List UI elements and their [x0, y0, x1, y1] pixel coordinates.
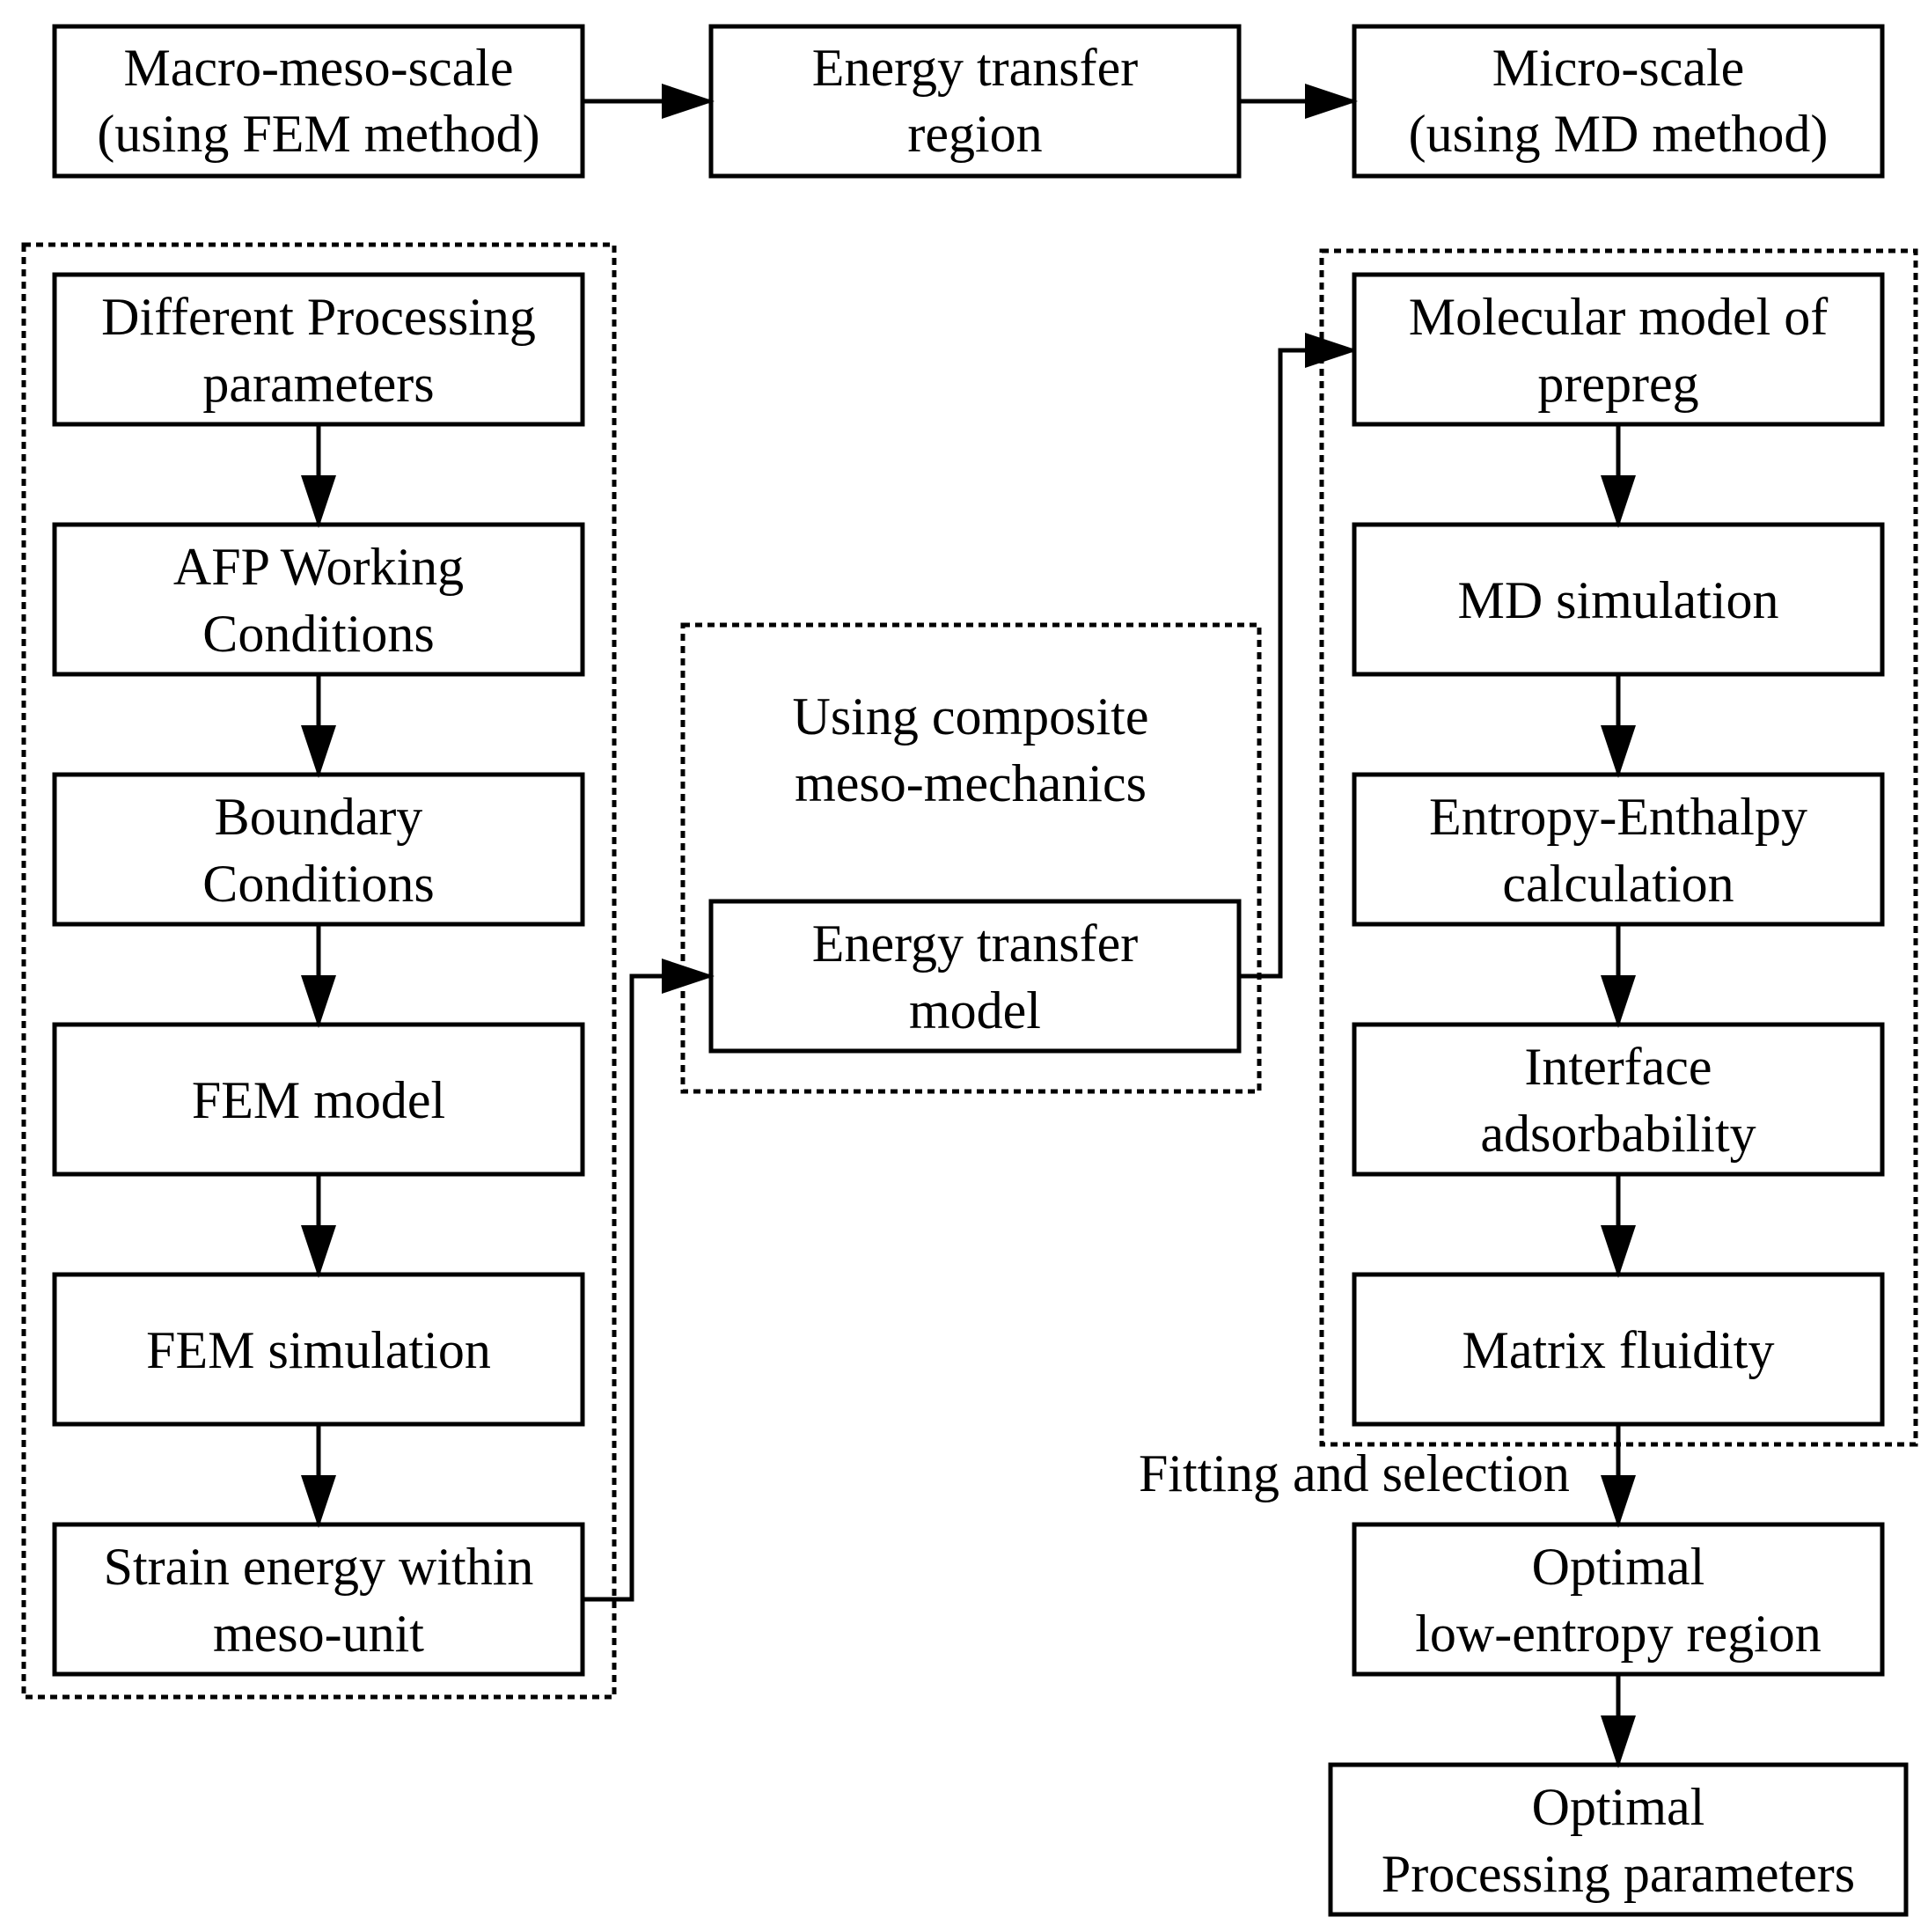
- macro-scale-box: Macro-meso-scale (using FEM method): [52, 24, 585, 179]
- low-entropy-line2: low-entropy region: [1415, 1605, 1822, 1663]
- md-simulation-label: MD simulation: [1457, 571, 1778, 629]
- macro-scale-line2: (using FEM method): [97, 105, 539, 163]
- boundary-conditions-box: Boundary Conditions: [52, 772, 585, 927]
- afp-conditions-line1: AFP Working: [173, 538, 464, 596]
- arrow-energy-model-to-molecular: [1239, 333, 1358, 979]
- matrix-fluidity-box: Matrix fluidity: [1352, 1272, 1885, 1427]
- meso-mechanics-caption-line1: Using composite: [793, 687, 1149, 746]
- strain-energy-box: Strain energy within meso-unit: [52, 1522, 585, 1677]
- fem-model-label: FEM model: [192, 1071, 445, 1129]
- afp-conditions-line2: Conditions: [202, 605, 434, 663]
- micro-scale-line1: Micro-scale: [1492, 39, 1745, 97]
- optimal-parameters-box: Optimal Processing parameters: [1328, 1762, 1909, 1917]
- interface-line2: adsorbability: [1480, 1105, 1756, 1163]
- processing-parameters-box: Different Processing parameters: [52, 272, 585, 427]
- boundary-conditions-line2: Conditions: [202, 855, 434, 913]
- entropy-enthalpy-box: Entropy-Enthalpy calculation: [1352, 772, 1885, 927]
- matrix-fluidity-label: Matrix fluidity: [1462, 1321, 1775, 1379]
- energy-model-line2: model: [909, 981, 1041, 1039]
- fem-model-box: FEM model: [52, 1022, 585, 1177]
- molecular-model-line1: Molecular model of: [1409, 288, 1829, 346]
- energy-region-line1: Energy transfer: [812, 39, 1138, 97]
- entropy-enthalpy-line2: calculation: [1502, 855, 1734, 913]
- energy-transfer-region-box: Energy transfer region: [708, 24, 1242, 179]
- energy-model-line1: Energy transfer: [812, 915, 1138, 973]
- optimal-parameters-line1: Optimal: [1532, 1778, 1705, 1836]
- interface-line1: Interface: [1524, 1038, 1712, 1096]
- energy-transfer-model-box: Energy transfer model: [708, 899, 1242, 1054]
- interface-adsorbability-box: Interface adsorbability: [1352, 1022, 1885, 1177]
- optimal-parameters-line2: Processing parameters: [1382, 1845, 1855, 1903]
- fem-simulation-box: FEM simulation: [52, 1272, 585, 1427]
- energy-region-line2: region: [907, 105, 1042, 163]
- boundary-conditions-line1: Boundary: [215, 788, 423, 846]
- low-entropy-region-box: Optimal low-entropy region: [1352, 1522, 1885, 1677]
- processing-parameters-line2: parameters: [202, 355, 434, 413]
- micro-scale-box: Micro-scale (using MD method): [1352, 24, 1885, 179]
- middle-group-frame: [680, 622, 1262, 1094]
- arrow-strain-to-energy-model: [583, 959, 715, 1602]
- meso-mechanics-caption-line2: meso-mechanics: [795, 754, 1147, 812]
- macro-scale-line1: Macro-meso-scale: [123, 39, 513, 97]
- molecular-model-line2: prepreg: [1537, 355, 1698, 413]
- low-entropy-line1: Optimal: [1532, 1538, 1705, 1596]
- md-simulation-box: MD simulation: [1352, 522, 1885, 677]
- fem-simulation-label: FEM simulation: [146, 1321, 491, 1379]
- molecular-model-box: Molecular model of prepreg: [1352, 272, 1885, 427]
- micro-scale-line2: (using MD method): [1409, 105, 1829, 163]
- strain-energy-line1: Strain energy within: [104, 1538, 534, 1596]
- processing-parameters-line1: Different Processing: [101, 288, 536, 346]
- strain-energy-line2: meso-unit: [213, 1605, 424, 1663]
- fitting-selection-label: Fitting and selection: [1139, 1444, 1570, 1502]
- afp-conditions-box: AFP Working Conditions: [52, 522, 585, 677]
- entropy-enthalpy-line1: Entropy-Enthalpy: [1429, 788, 1807, 846]
